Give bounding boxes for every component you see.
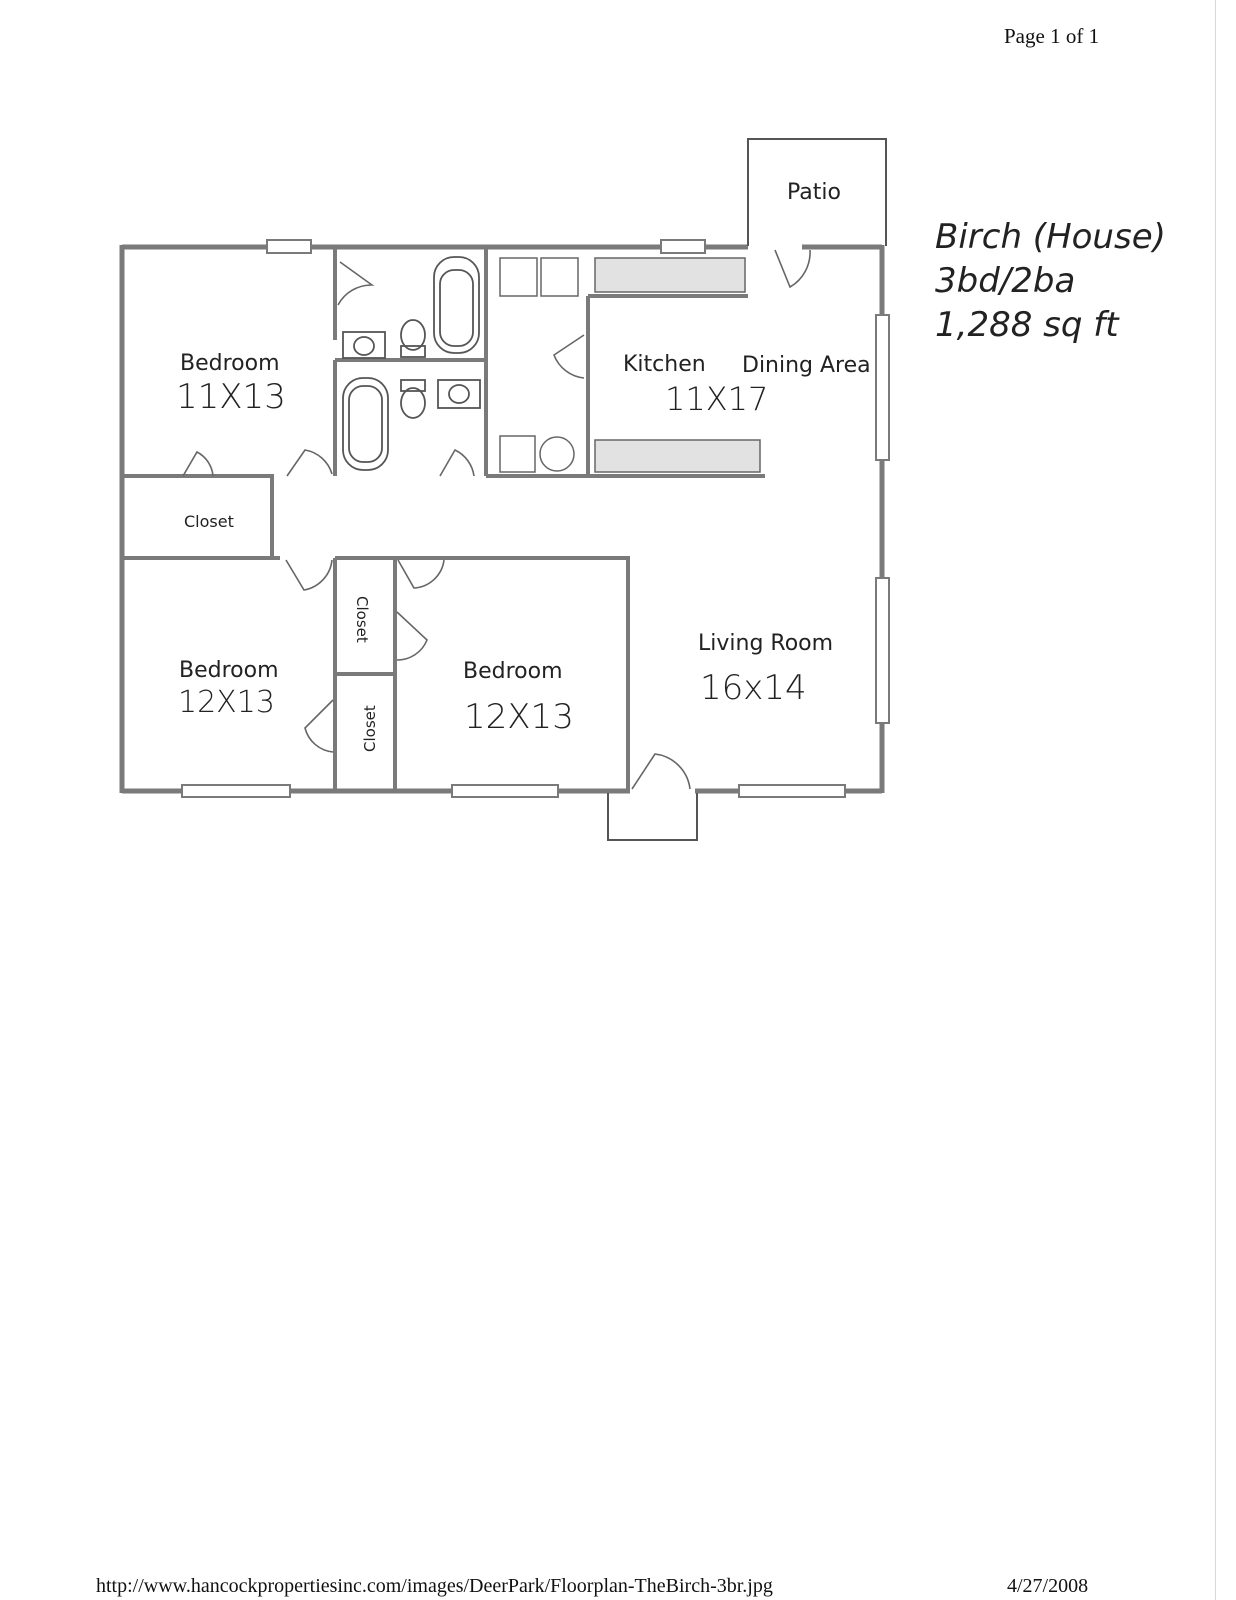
bedroom-top-left-size: 11X13 [176, 377, 286, 417]
handwritten-notes: Birch (House) 3bd/2ba 1,288 sq ft [935, 215, 1166, 347]
dining-area-label: Dining Area [742, 353, 871, 378]
windows [181, 239, 890, 798]
bedroom-bottom-mid-size: 12X13 [464, 697, 574, 737]
notes-property-name: Birch (House) [935, 217, 1166, 257]
bedroom-bottom-left-label: Bedroom [179, 658, 279, 683]
living-room-size: 16x14 [700, 668, 807, 708]
patio-label: Patio [787, 180, 841, 205]
notes-square-footage: 1,288 sq ft [935, 305, 1119, 345]
bedroom-bottom-left-size: 12X13 [178, 685, 275, 720]
bedroom-bottom-mid-label: Bedroom [463, 659, 563, 684]
notes-bed-bath: 3bd/2ba [935, 261, 1076, 301]
closet-hall-label: Closet [184, 512, 234, 531]
kitchen-fixtures [499, 257, 761, 473]
front-stoop [607, 793, 698, 841]
interior-walls [122, 247, 765, 791]
patio [747, 138, 887, 246]
kitchen-label: Kitchen [623, 352, 706, 377]
footer-date: 4/27/2008 [1007, 1575, 1089, 1597]
kitchen-size: 11X17 [665, 380, 768, 418]
closet-lower-label: Closet [361, 705, 379, 752]
closet-upper-label: Closet [353, 596, 371, 643]
door-swings [182, 249, 811, 790]
page-number: Page 1 of 1 [1004, 24, 1100, 48]
footer-url: http://www.hancockpropertiesinc.com/imag… [96, 1575, 773, 1597]
scan-edge-line [1215, 0, 1216, 1600]
living-room-label: Living Room [698, 631, 833, 656]
bath-fixtures [342, 256, 481, 471]
bedroom-top-left-label: Bedroom [180, 351, 280, 376]
